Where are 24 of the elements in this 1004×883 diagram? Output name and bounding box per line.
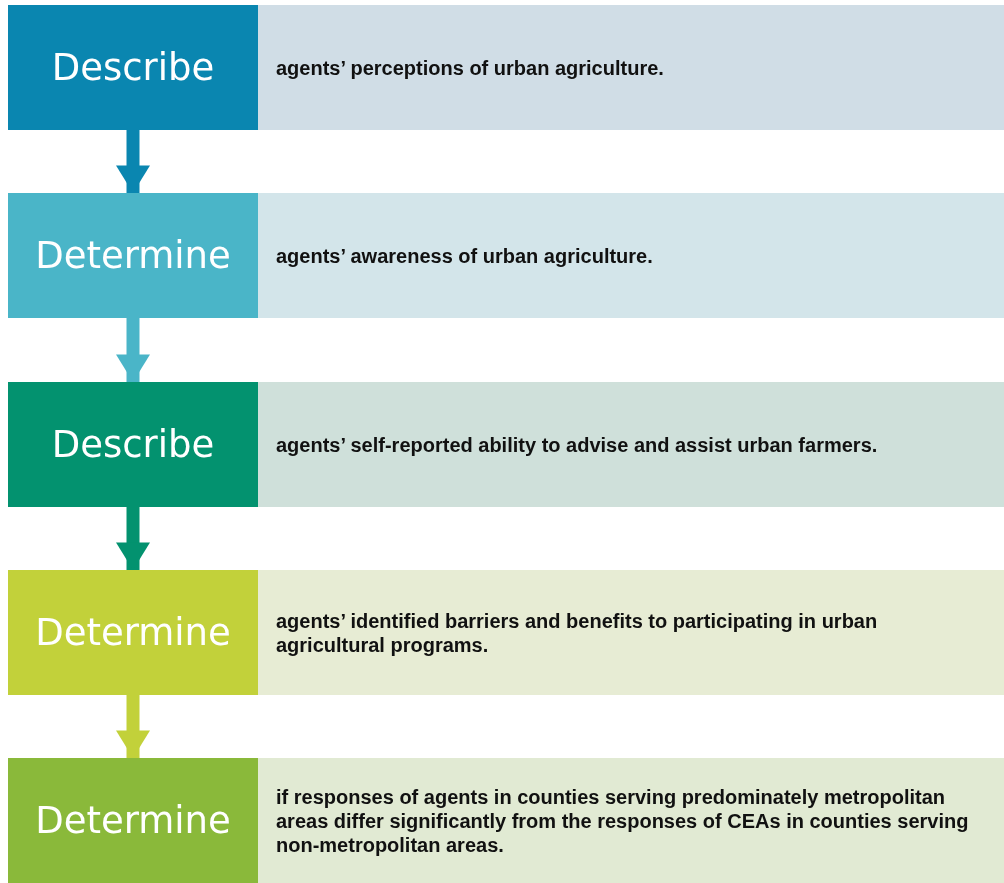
description-box — [258, 570, 1004, 695]
description-box — [258, 193, 1004, 318]
description-text: agents’ self-reported ability to advise and assist urban farmers. — [276, 432, 878, 457]
step-label: Determine — [35, 234, 231, 277]
step-label: Describe — [51, 423, 215, 466]
arrow — [116, 695, 150, 758]
arrow — [116, 507, 150, 570]
step-box — [8, 570, 258, 695]
description-text: agents’ identified barriers and benefits to participating in urban agricultural programs. — [276, 608, 879, 657]
description-text: agents’ perceptions of urban agriculture. — [276, 55, 664, 80]
description-box — [258, 758, 1004, 883]
step-box — [8, 758, 258, 883]
step-label: Describe — [51, 46, 215, 89]
description-box — [258, 5, 1004, 130]
description-box — [258, 382, 1004, 507]
step-label: Determine — [35, 611, 231, 654]
description-text: agents’ awareness of urban agriculture. — [276, 243, 653, 268]
arrow — [116, 130, 150, 193]
description-text: if responses of agents in counties serving predominately metropolitan areas differ significantly from the responses of CEAs in counties serving non-metropolitan areas. — [276, 784, 970, 857]
step-box — [8, 382, 258, 507]
arrow — [116, 318, 150, 382]
step-box — [8, 5, 258, 130]
step-label: Determine — [35, 799, 231, 842]
step-box — [8, 193, 258, 318]
